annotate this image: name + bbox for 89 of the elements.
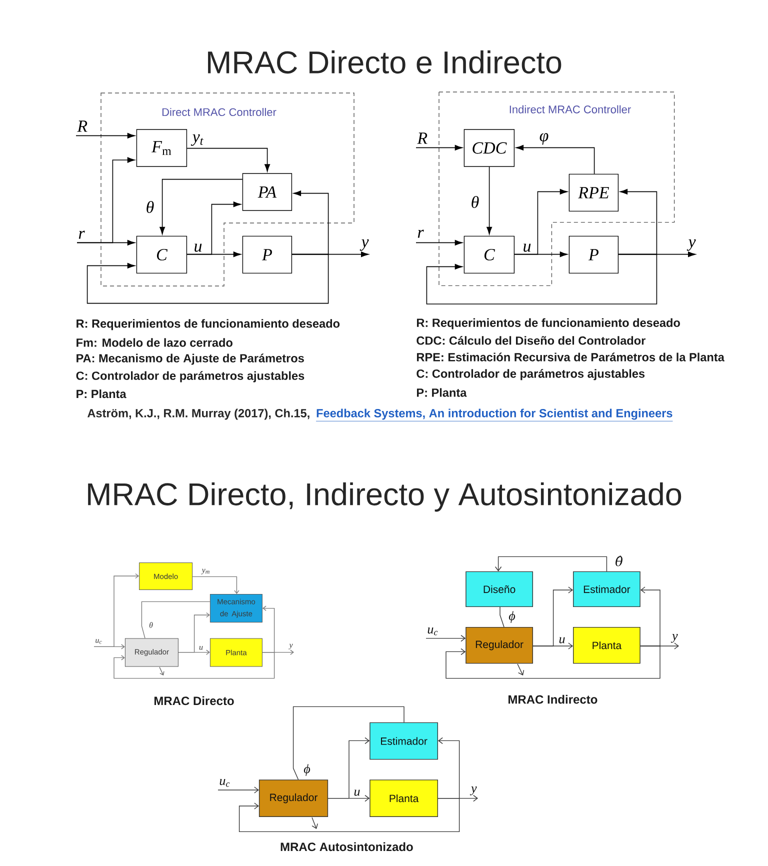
arrow	[218, 786, 259, 794]
arrow	[446, 646, 660, 679]
arrow	[238, 798, 460, 832]
edge-label: ϕ	[304, 764, 310, 776]
edge-label: u	[194, 244, 202, 252]
signal-label: R	[417, 132, 428, 144]
definition-text: Fm: Modelo de lazo cerrado	[76, 338, 232, 347]
signal-label: y	[288, 644, 293, 650]
definition-text: RPE: Estimación Recursiva de Parámetros de la Planta	[417, 352, 724, 362]
connector-line	[292, 706, 404, 780]
block-box: PA	[242, 173, 292, 211]
signal-label: y	[470, 786, 477, 796]
arrow	[76, 132, 135, 138]
block-box: Planta	[573, 626, 640, 664]
edge-label: θ	[149, 622, 153, 628]
edge-label: u	[524, 244, 531, 252]
signal-label: r	[418, 230, 424, 238]
arrow	[416, 240, 462, 246]
block-box: Estimador	[573, 571, 640, 608]
edge-label: u	[559, 637, 565, 644]
block-box: Regulador	[258, 780, 328, 817]
arrow	[618, 188, 658, 255]
definition-text: P: Planta	[417, 388, 467, 397]
edge-label: ϕ	[508, 611, 516, 623]
definition-text: R: Requerimientos de funcionamiento deseado	[417, 318, 680, 330]
definition-text: C: Controlador de parámetros ajustables	[416, 369, 645, 380]
signal-label: y	[670, 634, 678, 643]
block-box: P	[568, 236, 619, 274]
signal-label: R	[77, 120, 88, 132]
definition-text: P: Planta	[76, 389, 126, 398]
arrow	[292, 190, 329, 255]
signal-label: y	[686, 239, 696, 251]
signal-label: u$_{c}$	[96, 639, 102, 644]
edge-label: u	[199, 646, 203, 650]
arrow	[416, 144, 462, 150]
caption: MRAC Autosintonizado	[280, 842, 413, 852]
definition-text: R: Requerimientos de funcionamiento deseado	[76, 319, 340, 330]
arrow	[192, 576, 240, 594]
block-box: CDC	[464, 129, 515, 167]
signal-label: r	[78, 230, 85, 239]
arrow	[516, 144, 595, 174]
arrow	[494, 556, 608, 572]
arrow	[426, 254, 658, 304]
signal-label: y	[360, 239, 369, 251]
block-box: P	[242, 236, 292, 274]
link: Feedback Systems, An introduction for Scientist and Engineers	[316, 408, 673, 422]
signal-label: u$_{c}$	[220, 778, 230, 787]
caption: MRAC Directo	[154, 696, 234, 706]
arrow	[532, 586, 573, 646]
heading: MRAC Directo, Indirecto y Autosintonizado	[88, 482, 682, 512]
block-box: F$_{m}$	[136, 129, 188, 167]
edge-label: θ̂	[616, 556, 622, 566]
citation-text: Aström, K.J., R.M. Murray (2017), Ch.15,	[88, 408, 310, 420]
edge-label: θ	[146, 200, 154, 214]
arrow	[438, 737, 460, 799]
block-box: C	[136, 236, 188, 274]
title: MRAC Directo e Indirecto	[208, 50, 562, 74]
connector-line	[500, 606, 504, 628]
arrow	[76, 240, 135, 246]
arrow	[426, 634, 466, 642]
definition-text: CDC: Cálculo del Diseño del Controlador	[416, 336, 646, 345]
arrow	[114, 652, 275, 679]
edge-label: u	[354, 790, 360, 796]
block-box: Regulador	[466, 626, 533, 664]
arrow	[486, 166, 492, 234]
edge-label: φ	[540, 133, 548, 145]
edge-label: y$_{t}$	[190, 134, 204, 146]
block-box: C	[464, 236, 515, 274]
caption: MRAC Indirecto	[508, 694, 598, 704]
definition-text: PA: Mecanismo de Ajuste de Parámetros	[76, 354, 304, 365]
block-box: Estimador	[370, 722, 438, 760]
arrow	[328, 737, 370, 799]
arrow	[186, 202, 241, 255]
arrow	[186, 148, 270, 172]
block-box: Diseño	[466, 571, 533, 608]
arrow	[640, 586, 660, 646]
definition-text: C: Controlador de parámetros ajustables	[76, 371, 304, 382]
edge-label: θ	[472, 196, 479, 208]
arrow	[86, 254, 329, 304]
block-box: RPE	[568, 174, 619, 212]
arrow	[514, 188, 568, 255]
arrow	[178, 612, 210, 653]
arrow	[262, 606, 275, 653]
arrow	[94, 644, 125, 650]
edge-label: y$_{m}$	[201, 568, 210, 574]
signal-label: u$_{c}$	[428, 627, 438, 636]
block-box: Planta	[370, 780, 438, 817]
connector-line	[141, 601, 210, 639]
arrow	[160, 178, 243, 234]
